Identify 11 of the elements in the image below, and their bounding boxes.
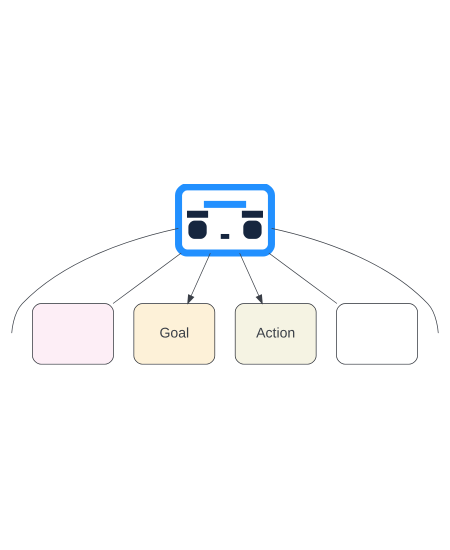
- connector: [11, 228, 179, 334]
- connector: [112, 252, 182, 304]
- arrow: [187, 252, 211, 304]
- node-box: Action: [234, 302, 316, 364]
- connector: [271, 228, 439, 334]
- node-box: Goal: [134, 302, 216, 364]
- arrow: [239, 252, 263, 304]
- node-box: [32, 302, 114, 364]
- connector: [268, 252, 338, 304]
- node-box: [336, 302, 418, 364]
- picture: [175, 184, 275, 256]
